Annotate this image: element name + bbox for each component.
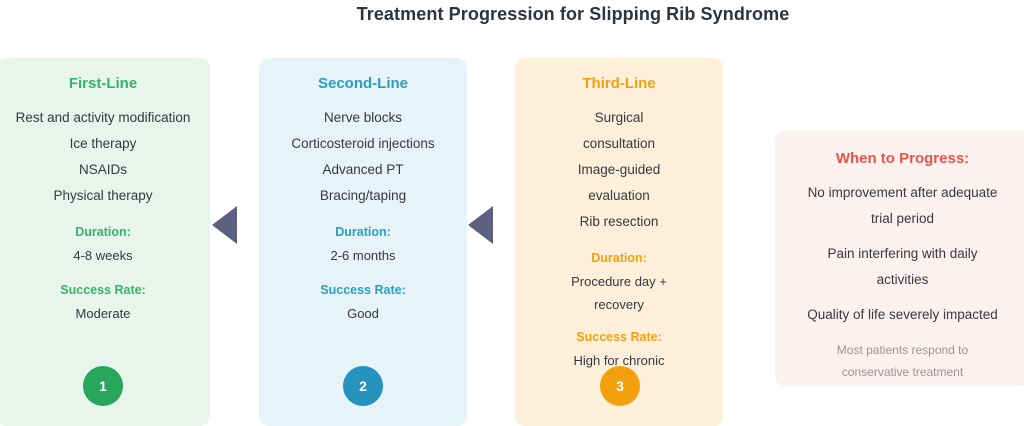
spacer xyxy=(529,235,709,246)
spacer xyxy=(273,209,453,220)
card-heading-second-line: Second-Line xyxy=(317,75,408,92)
card-item: Nerve blocks xyxy=(323,110,403,125)
success-rate-value: Good xyxy=(347,306,379,321)
duration-label: Duration: xyxy=(335,225,391,239)
spacer xyxy=(789,328,1016,339)
step-badge-2[interactable]: 2 xyxy=(343,366,383,406)
spacer xyxy=(273,267,453,278)
duration-label: Duration: xyxy=(591,251,647,265)
card-item: No improvement after adequate trial peri… xyxy=(807,185,998,226)
spacer xyxy=(10,267,196,278)
spacer xyxy=(529,316,709,325)
card-footnote: Most patients respond to conservative tr… xyxy=(836,343,969,379)
step-badge-label: 1 xyxy=(99,378,107,394)
duration-value: 2-6 months xyxy=(330,248,396,263)
card-item: Bracing/taping xyxy=(319,188,407,203)
spacer xyxy=(273,94,453,105)
spacer xyxy=(789,232,1016,241)
card-item: Rest and activity modification xyxy=(15,110,191,125)
card-item: Ice therapy xyxy=(69,136,137,151)
step-badge-label: 3 xyxy=(616,378,624,394)
spacer xyxy=(10,209,196,220)
spacer xyxy=(789,169,1016,180)
duration-value: 4-8 weeks xyxy=(73,248,133,263)
spacer xyxy=(789,293,1016,302)
step-badge-label: 2 xyxy=(359,378,367,394)
step-badge-1[interactable]: 1 xyxy=(83,366,123,406)
card-item: Image-guided evaluation xyxy=(577,162,661,203)
page-title: Treatment Progression for Slipping Rib S… xyxy=(356,4,790,24)
spacer xyxy=(10,94,196,105)
success-rate-label: Success Rate: xyxy=(320,283,406,297)
card-item: Corticosteroid injections xyxy=(291,136,435,151)
spacer xyxy=(529,94,709,105)
card-item: Quality of life severely impacted xyxy=(807,307,998,322)
card-heading-third-line: Third-Line xyxy=(582,75,656,92)
arrow-card2-to-card1-icon xyxy=(212,206,237,244)
success-rate-value: Moderate xyxy=(75,306,131,321)
step-badge-3[interactable]: 3 xyxy=(600,366,640,406)
card-item: Advanced PT xyxy=(322,162,404,177)
duration-value: Procedure day + recovery xyxy=(571,274,667,312)
success-rate-label: Success Rate: xyxy=(576,330,662,344)
card-first-line[interactable]: First-Line Rest and activity modificatio… xyxy=(0,58,210,426)
card-item: Pain interfering with daily activities xyxy=(827,246,978,287)
duration-label: Duration: xyxy=(75,225,131,239)
card-item: Surgical consultation xyxy=(582,110,656,151)
card-item: Rib resection xyxy=(579,214,659,229)
card-heading-when-to-progress: When to Progress: xyxy=(835,150,970,167)
card-item: NSAIDs xyxy=(78,162,127,177)
card-third-line[interactable]: Third-Line Surgical consultation Image-g… xyxy=(515,58,723,426)
card-second-line[interactable]: Second-Line Nerve blocks Corticosteroid … xyxy=(259,58,467,426)
card-when-to-progress[interactable]: When to Progress: No improvement after a… xyxy=(775,131,1024,386)
success-rate-label: Success Rate: xyxy=(60,283,146,297)
success-rate-value: High for chronic xyxy=(573,353,665,368)
arrow-card3-to-card2-icon xyxy=(468,206,493,244)
card-item: Physical therapy xyxy=(53,188,153,203)
card-heading-first-line: First-Line xyxy=(68,75,138,92)
